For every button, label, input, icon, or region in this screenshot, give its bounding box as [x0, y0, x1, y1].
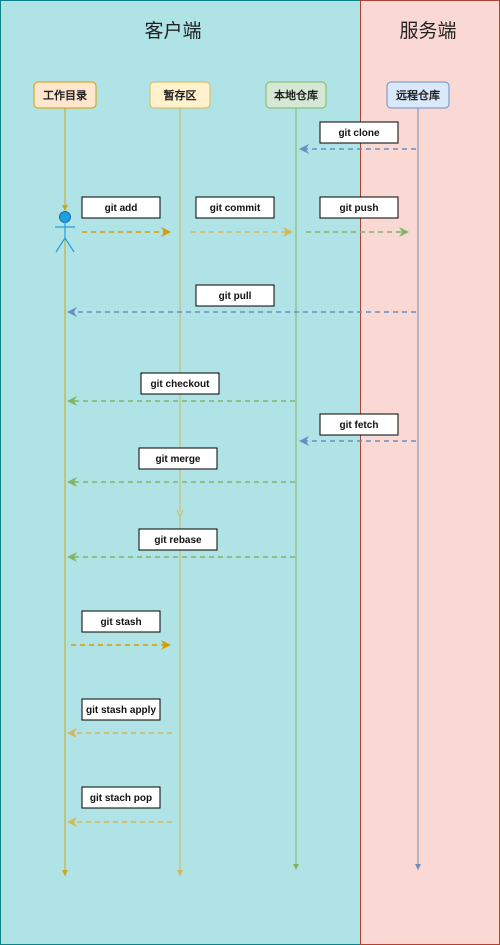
lifeline-end-stage — [177, 870, 183, 876]
participant-workdir-label: 工作目录 — [43, 88, 87, 102]
command-label-box-10 — [81, 698, 161, 721]
person-icon — [55, 211, 75, 253]
command-label-box-1 — [81, 196, 161, 219]
command-label-box-6 — [319, 413, 399, 436]
command-label-box-2 — [195, 196, 275, 219]
command-label-box-3 — [319, 196, 399, 219]
lifeline-tip-workdir — [62, 205, 68, 211]
command-label-box-9 — [81, 610, 161, 633]
participant-remote-box — [386, 81, 450, 109]
command-label-2: git commit — [210, 203, 261, 214]
participant-local-box — [265, 81, 327, 109]
command-label-box-11 — [81, 786, 161, 809]
command-label-9: git stash — [100, 617, 141, 628]
participant-local-label: 本地仓库 — [274, 88, 318, 102]
command-label-10: git stash apply — [86, 705, 156, 716]
command-label-box-8 — [138, 528, 218, 551]
person-icon-head — [59, 211, 71, 223]
command-label-box-4 — [195, 284, 275, 307]
server-zone-title: 服务端 — [399, 20, 456, 42]
command-label-6: git fetch — [340, 420, 379, 431]
command-label-1: git add — [105, 203, 138, 214]
person-icon-leg-right — [64, 237, 75, 253]
command-label-box-5 — [140, 372, 220, 395]
command-label-7: git merge — [155, 454, 200, 465]
client-zone-title: 客户端 — [144, 20, 201, 42]
participant-workdir-box — [33, 81, 97, 109]
command-label-8: git rebase — [154, 535, 202, 546]
command-label-3: git push — [340, 203, 379, 214]
command-label-5: git checkout — [151, 379, 211, 390]
command-label-4: git pull — [219, 291, 252, 302]
participant-remote-label: 远程仓库 — [396, 88, 440, 102]
command-label-11: git stach pop — [90, 793, 152, 804]
lifeline-end-workdir — [62, 870, 68, 876]
participant-stage-label: 暂存区 — [164, 88, 197, 102]
lifeline-end-remote — [415, 864, 421, 870]
command-label-0: git clone — [338, 128, 380, 139]
person-icon-leg-left — [55, 237, 66, 253]
command-label-box-0 — [319, 121, 399, 144]
participant-stage-box — [149, 81, 211, 109]
lifeline-end-local — [293, 864, 299, 870]
server-zone — [360, 0, 500, 945]
command-label-box-7 — [138, 447, 218, 470]
